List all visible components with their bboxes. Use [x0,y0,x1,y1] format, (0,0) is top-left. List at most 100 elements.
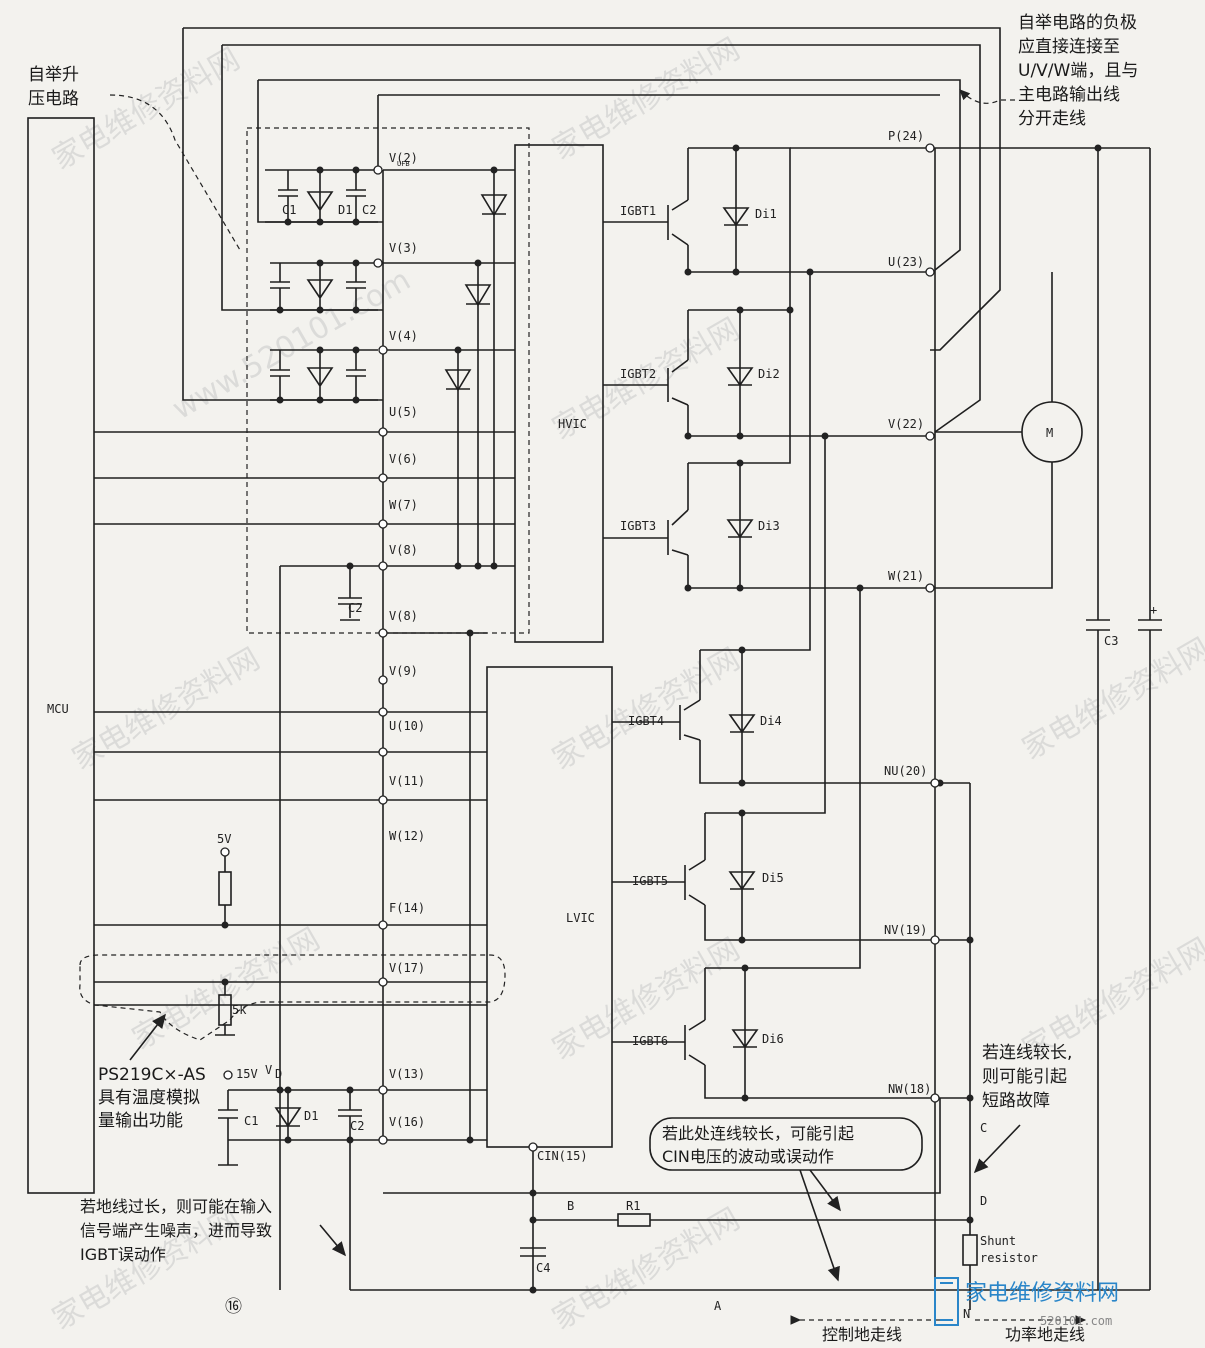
r1-label: R1 [626,1199,640,1213]
watermark-text: 家电维修资料网 [47,42,246,177]
hvic-block [514,144,604,643]
pin-vufb-sub: UFB [397,160,410,168]
pin-vn1: V(13) [389,1067,425,1081]
shunt-label-2: resistor [980,1251,1038,1265]
pin-vot: V(17) [389,961,425,975]
pin-vp1a: V(8) [389,543,418,557]
bootstrap-diodes [444,170,508,566]
bootstrap-leader [109,94,241,251]
pin-vp: V(6) [389,452,418,466]
pin-vnc16: V(16) [389,1115,425,1129]
pin-cin: CIN(15) [537,1149,588,1163]
svg-text:若连线较长,: 若连线较长, [982,1043,1072,1063]
svg-text:功率地走线: 功率地走线 [1005,1325,1085,1344]
igbt2-label: IGBT2 [620,367,656,381]
di5-label: Di5 [762,871,784,885]
r1-resistor [617,1213,651,1227]
svg-text:信号端产生噪声，进而导致: 信号端产生噪声，进而导致 [80,1221,272,1240]
annotation-neg-pole: 自举电路的负极 应直接连接至 U/V/W端，且与 主电路输出线 分开走线 [959,13,1138,129]
di6-label: Di6 [762,1032,784,1046]
hvic-label: HVIC [558,417,587,431]
watermark-text: 家电维修资料网 [547,1202,746,1337]
igbt4-label: IGBT4 [628,714,664,728]
left-pin-labels: V(2) V(3) V(4) U(5) V(6) W(7) V(8) V(8) … [389,151,588,1163]
svg-text:量输出功能: 量输出功能 [98,1111,183,1131]
pin-un: U(10) [389,719,425,733]
watermark: 家电维修资料网 家电维修资料网 www.520101.com 家电维修资料网 家… [47,32,1205,1337]
svg-text:CIN电压的波动或误动作: CIN电压的波动或误动作 [662,1147,834,1166]
pin-vnc9: V(9) [389,664,418,678]
pin-nu: NU(20) [884,764,927,778]
c1-label: C1 [282,203,296,217]
watermark-url: www.520101.com [167,262,417,427]
svg-text:分开走线: 分开走线 [1018,109,1086,129]
pin-nw: NW(18) [888,1082,931,1096]
d1-label: D1 [338,203,352,217]
c4-label: C4 [536,1261,550,1275]
v5-label: 5V [217,832,231,846]
svg-text:若地线过长，则可能在输入: 若地线过长，则可能在输入 [80,1197,272,1216]
mcu-block [27,117,95,1194]
svg-text:若此处连线较长，可能引起: 若此处连线较长，可能引起 [662,1124,854,1143]
svg-text:V(2): V(2) [389,151,418,165]
c3-cap [1086,148,1110,1290]
r5k-label: 5k [232,1003,247,1017]
motor-label: M [1046,426,1053,440]
site-logo: 家电维修资料网 520101.com [934,1277,1119,1328]
di4-label: Di4 [760,714,782,728]
pin-vn: V(11) [389,774,425,788]
pin-nv: NV(19) [884,923,927,937]
svg-text:家电维修资料网: 家电维修资料网 [965,1281,1119,1306]
node-labels: A B C D N Shunt resistor [567,1121,1038,1321]
pin-w: W(21) [888,569,924,583]
svg-text:则可能引起: 则可能引起 [982,1067,1067,1087]
c1b-label: C1 [244,1114,258,1128]
svg-text:具有温度模拟: 具有温度模拟 [98,1088,200,1108]
pin-up: U(5) [389,405,418,419]
watermark-text: 家电维修资料网 [1017,632,1205,767]
shunt-label-1: Shunt [980,1234,1016,1248]
annotation-bootstrap: 自举升 压电路 [28,65,79,109]
lvic-block [486,666,613,1148]
pin-p: P(24) [888,129,924,143]
igbt3-label: IGBT3 [620,519,656,533]
svg-text:自举升: 自举升 [28,65,79,85]
shunt-resistor [962,1234,978,1266]
pin-vvfb: V(3) [389,241,418,255]
ground-route-labels: 控制地走线 功率地走线 [790,1315,1087,1344]
c2-vp1 [338,566,362,621]
svg-text:自举电路的负极: 自举电路的负极 [1018,13,1137,33]
annotation-cin-long: 若此处连线较长，可能引起 CIN电压的波动或误动作 [649,1117,923,1282]
igbt6-label: IGBT6 [632,1034,668,1048]
pin-vp1b: V(8) [389,609,418,623]
svg-text:IGBT误动作: IGBT误动作 [80,1245,166,1264]
di3-label: Di3 [758,519,780,533]
mcu-label: MCU [47,702,69,716]
igbt1-label: IGBT1 [620,204,656,218]
vd-sub: D [275,1067,282,1081]
svg-text:短路故障: 短路故障 [982,1091,1050,1111]
svg-text:控制地走线: 控制地走线 [822,1325,902,1344]
watermark-text: 家电维修资料网 [67,642,266,777]
figure-number: ⑯ [225,1297,242,1317]
svg-text:520101.com: 520101.com [1040,1314,1112,1328]
di1-label: Di1 [755,207,777,221]
node-b: B [567,1199,574,1213]
watermark-text: 家电维修资料网 [127,922,326,1057]
svg-text:应直接连接至: 应直接连接至 [1018,37,1120,57]
lvic-label: LVIC [566,911,595,925]
right-pin-labels: P(24) U(23) V(22) W(21) NU(20) NV(19) NW… [884,129,931,1096]
node-c: C [980,1121,987,1135]
c2-label: C2 [362,203,376,217]
svg-text:主电路输出线: 主电路输出线 [1018,85,1120,105]
annotation-short: 若连线较长, 则可能引起 短路故障 [973,1043,1072,1174]
pin-u: U(23) [888,255,924,269]
switch-labels: IGBT1 IGBT2 IGBT3 IGBT4 IGBT5 IGBT6 Di1 … [620,204,784,1048]
node-n: N [963,1307,970,1321]
svg-text:+: + [1150,603,1157,617]
svg-text:U/V/W端，且与: U/V/W端，且与 [1018,61,1138,81]
watermark-text: 家电维修资料网 [547,642,746,777]
c2b-label: C2 [348,601,362,615]
vd-label: V [265,1063,272,1077]
